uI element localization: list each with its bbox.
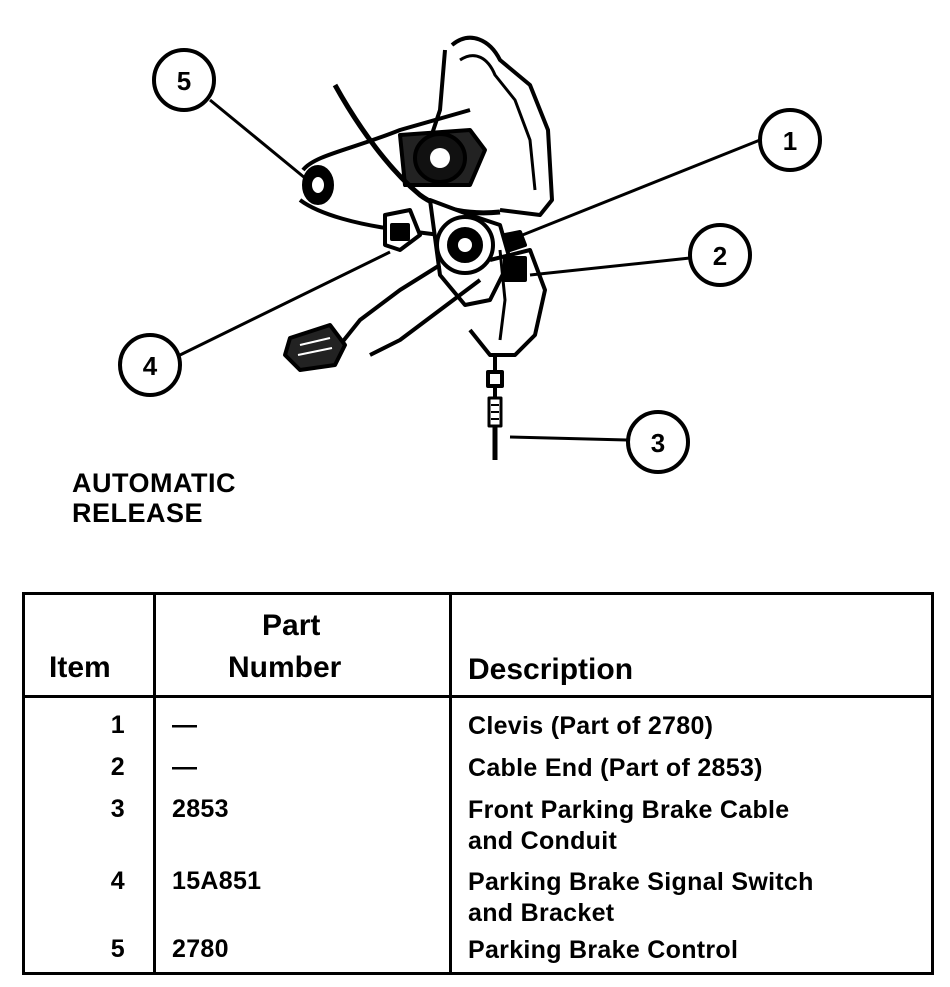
- diagram-caption: AUTOMATIC RELEASE: [72, 468, 236, 528]
- callout-2: 2: [690, 225, 750, 285]
- header-description: Description: [452, 595, 931, 697]
- row-item: 5: [25, 935, 125, 964]
- callout-5: 5: [154, 50, 214, 110]
- row-item: 1: [25, 711, 125, 740]
- row-part: —: [172, 753, 197, 782]
- svg-text:5: 5: [177, 66, 191, 96]
- row-part: 2853: [172, 795, 229, 824]
- row-description: Parking Brake Signal Switch and Bracket: [468, 867, 814, 929]
- row-description: Clevis (Part of 2780): [468, 711, 713, 742]
- parking-brake-assembly-illustration: [285, 38, 552, 460]
- header-part-number: Part Number: [156, 595, 452, 697]
- parts-table: Item Part Number Description 1 — Clevis …: [22, 592, 934, 975]
- row-item: 2: [25, 753, 125, 782]
- row-part: —: [172, 711, 197, 740]
- row-item: 3: [25, 795, 125, 824]
- row-item: 4: [25, 867, 125, 896]
- callout-4: 4: [120, 335, 180, 395]
- svg-text:3: 3: [651, 428, 665, 458]
- header-item: Item: [25, 595, 156, 697]
- row-part: 15A851: [172, 867, 261, 896]
- row-part: 2780: [172, 935, 229, 964]
- caption-line-1: AUTOMATIC: [72, 468, 236, 498]
- svg-text:4: 4: [143, 351, 158, 381]
- row-description: Cable End (Part of 2853): [468, 753, 763, 784]
- svg-text:2: 2: [713, 241, 727, 271]
- svg-text:1: 1: [783, 126, 797, 156]
- callout-3: 3: [628, 412, 688, 472]
- callout-1: 1: [760, 110, 820, 170]
- caption-line-2: RELEASE: [72, 498, 236, 528]
- row-description: Front Parking Brake Cable and Conduit: [468, 795, 789, 857]
- row-description: Parking Brake Control: [468, 935, 738, 966]
